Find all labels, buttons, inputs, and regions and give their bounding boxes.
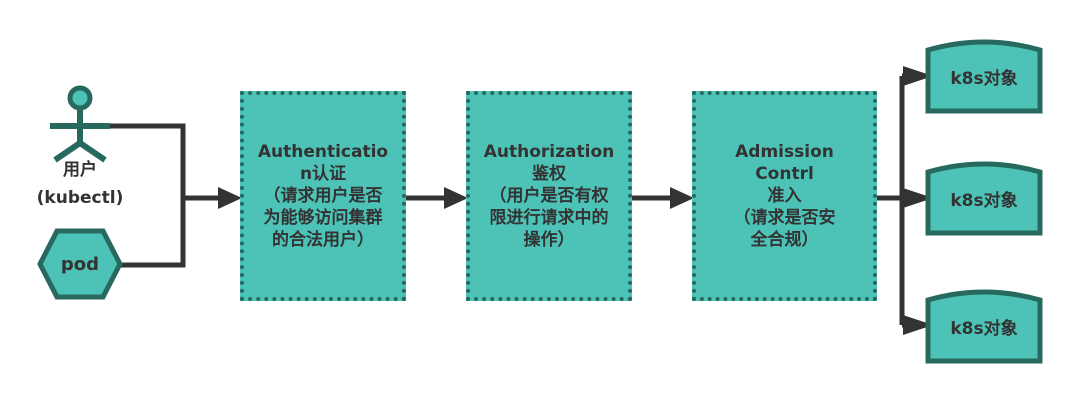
arrowheads [218,66,933,335]
pod-node: pod [37,228,123,300]
object-label: k8s对象 [950,68,1018,89]
stage-admission-control: Admission Contrl 准入 （请求是否安 全合规） [692,91,877,301]
stage-label: Authenticatio n认证 （请求用户是否 为能够访问集群 的合法用户） [257,142,389,250]
stage-label: Authorization 鉴权 （用户是否有权 限进行请求中的 操作） [483,142,615,250]
arrow-to-object-3 [903,315,933,335]
stage-authorization: Authorization 鉴权 （用户是否有权 限进行请求中的 操作） [466,91,632,301]
arrow-to-authz [444,187,468,209]
hexagon-icon [37,228,123,300]
arrow-to-object-2 [903,188,933,208]
k8s-object-1: k8s对象 [925,38,1043,114]
user-label: 用户 (kubectl) [36,160,124,208]
pod-label: pod [60,253,100,275]
user-icon [50,85,110,163]
k8s-object-2: k8s对象 [925,160,1043,236]
stage-authentication: Authenticatio n认证 （请求用户是否 为能够访问集群 的合法用户） [240,91,406,301]
stage-label: Admission Contrl 准入 （请求是否安 全合规） [733,142,836,250]
arrow-to-admission [670,187,694,209]
object-label: k8s对象 [950,190,1018,211]
arrow-to-object-1 [903,66,933,86]
k8s-object-3: k8s对象 [925,288,1043,364]
object-label: k8s对象 [950,318,1018,339]
arrow-to-authn [218,187,242,209]
